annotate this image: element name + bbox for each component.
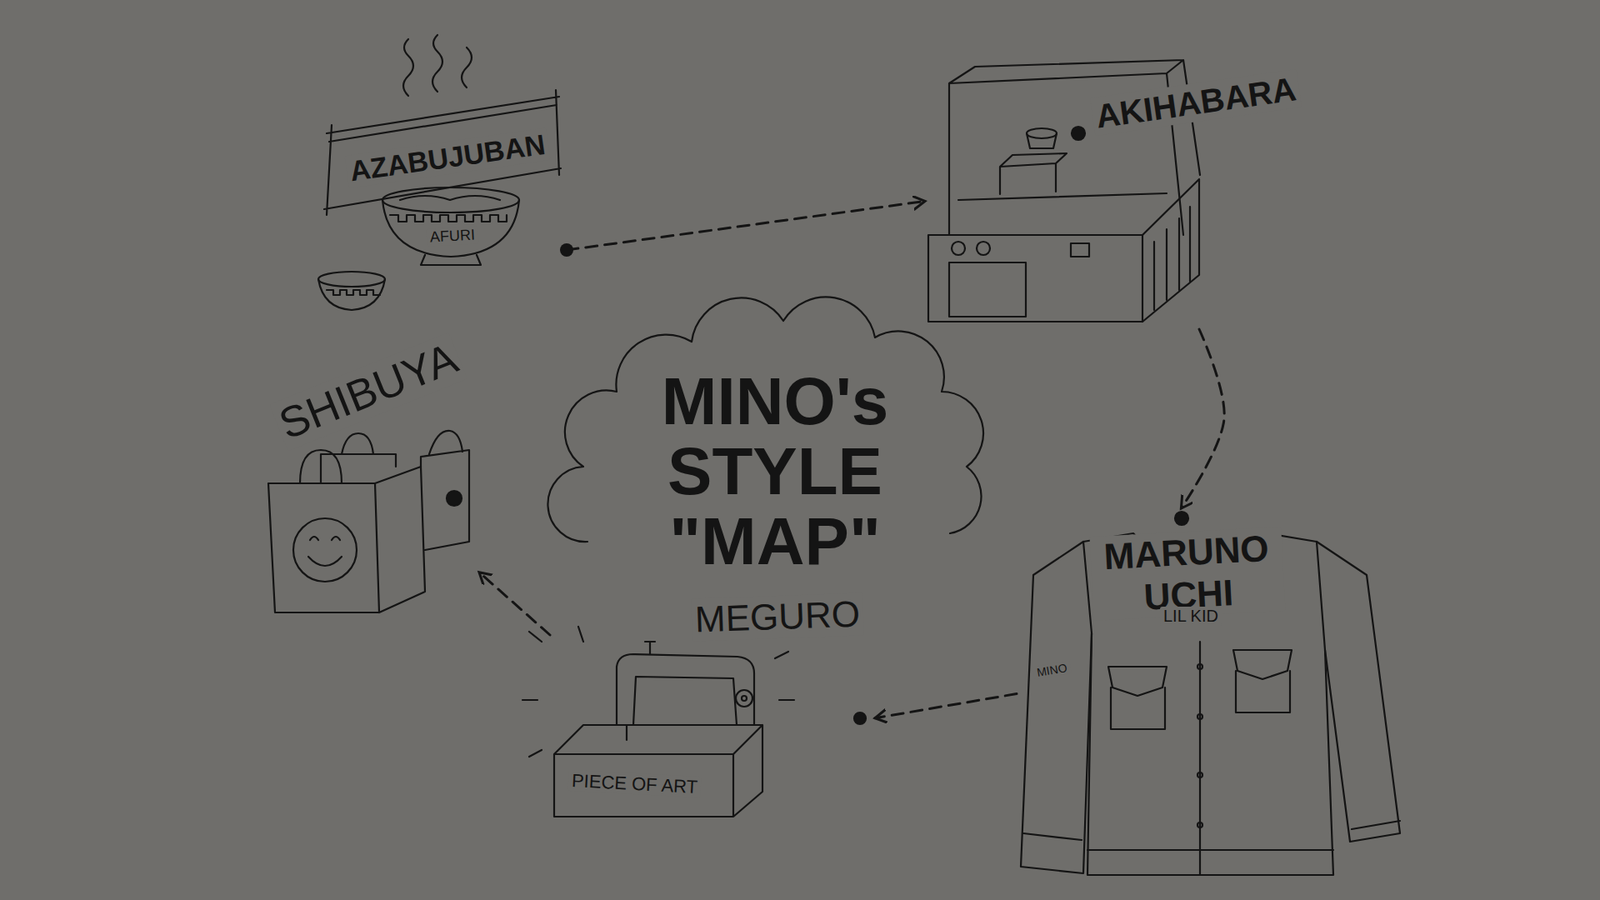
illustration-label: LIL KID: [1160, 606, 1222, 626]
jacket-sketch: [1023, 820, 1400, 850]
illustration-label: AFURI: [426, 225, 480, 246]
place-name: SHIBUYA: [269, 332, 468, 452]
map-title: MINO's STYLE "MAP": [650, 366, 900, 577]
kitchen-counter-sketch: [951, 241, 965, 255]
ramen-bowl-sketch: [403, 39, 414, 96]
place-region: MARUNO UCHI: [1016, 508, 1409, 880]
kitchen-counter-sketch: [1026, 128, 1057, 139]
jacket-sketch: [1020, 541, 1092, 874]
kitchen-counter-sketch: [949, 262, 1026, 317]
sewing-machine-sketch: [522, 626, 795, 757]
sewing-machine-sketch: [735, 690, 753, 707]
jacket-sketch: [1197, 664, 1203, 670]
ramen-bowl-sketch: [318, 279, 385, 310]
ramen-bowl-sketch: [326, 290, 380, 295]
sewing-machine-sketch: [854, 712, 866, 725]
kitchen-counter-sketch: [958, 193, 1167, 200]
sewing-machine-sketch: [554, 725, 763, 817]
shopping-bags-sketch: [268, 466, 425, 613]
ramen-bowl-sketch: [382, 187, 520, 213]
ramen-bowl-sketch: [318, 35, 561, 310]
illustration-label: PIECE OF ART: [567, 770, 701, 799]
kitchen-counter-sketch: [1142, 179, 1200, 322]
sewing-machine-sketch: [645, 641, 655, 655]
ramen-bowl-sketch: [461, 47, 472, 88]
jacket-sketch: [1197, 714, 1203, 720]
jacket-sketch: [1197, 822, 1203, 828]
kitchen-counter-sketch: [1026, 133, 1057, 149]
jacket-sketch: [1197, 772, 1203, 778]
sewing-machine-sketch: [633, 676, 737, 725]
jacket-sketch: [1108, 666, 1167, 730]
ramen-bowl-sketch: [420, 255, 481, 265]
kitchen-counter-sketch: [1154, 206, 1190, 310]
jacket-sketch: [1316, 541, 1400, 842]
sewing-machine-sketch: [625, 725, 628, 740]
location-dot: [560, 243, 574, 257]
kitchen-counter-sketch: [949, 60, 1200, 235]
shopping-bags-sketch: [268, 430, 470, 613]
route-arrow: [1180, 329, 1225, 509]
shopping-bags-sketch: [420, 430, 470, 550]
sewing-machine-sketch: [616, 654, 755, 725]
ramen-bowl-sketch: [390, 215, 507, 222]
kitchen-counter-sketch: [1070, 243, 1090, 257]
kitchen-counter-sketch: [1071, 126, 1085, 140]
sewing-machine-sketch: [741, 695, 747, 701]
route-arrow: [875, 694, 1017, 719]
place-region: SHIBUYA: [258, 320, 480, 617]
place-name: AZABUJUBAN: [344, 127, 550, 189]
place-region: AKIHABARA: [925, 62, 1317, 330]
ramen-bowl-sketch: [324, 90, 561, 215]
ramen-bowl-sketch: [432, 35, 443, 92]
kitchen-counter-sketch: [1000, 153, 1067, 195]
place-name: MEGURO: [690, 592, 865, 641]
place-name: AKIHABARA: [1090, 69, 1302, 136]
illustration-label: MINO: [1032, 660, 1072, 680]
ramen-bowl-sketch: [382, 200, 520, 257]
kitchen-counter-sketch: [976, 241, 990, 255]
shopping-bags-sketch: [446, 490, 462, 506]
jacket-sketch: [1175, 511, 1189, 525]
shopping-bags-sketch: [320, 433, 396, 484]
route-arrow: [566, 200, 925, 250]
place-region: AZABUJUBAN: [316, 50, 567, 300]
jacket-sketch: [1020, 511, 1400, 875]
sewing-machine-sketch: [522, 626, 866, 817]
shopping-bags-sketch: [308, 536, 342, 566]
ramen-bowl-sketch: [400, 195, 500, 200]
jacket-sketch: [1233, 650, 1292, 713]
shopping-bags-sketch: [300, 450, 342, 484]
kitchen-counter-sketch: [928, 235, 1143, 322]
shopping-bags-sketch: [293, 518, 357, 582]
ramen-bowl-sketch: [318, 271, 385, 287]
route-arrow: [479, 572, 550, 635]
